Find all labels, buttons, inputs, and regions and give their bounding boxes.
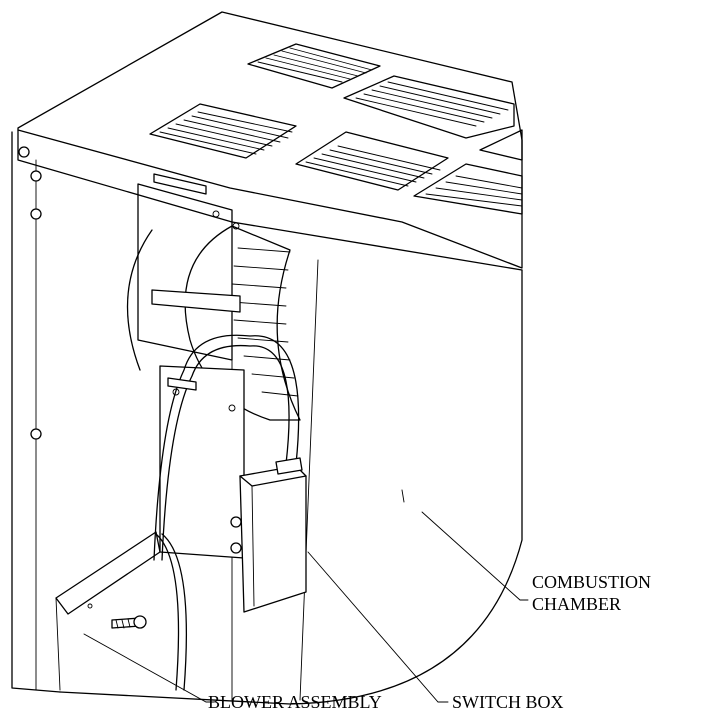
combustion-label-line2: CHAMBER — [532, 594, 621, 614]
wiring — [153, 334, 300, 691]
switch-box-label: SWITCH BOX — [452, 692, 564, 712]
combustion-chamber-mark — [401, 489, 405, 503]
grille-5 — [413, 163, 523, 215]
screw-4 — [18, 146, 30, 158]
cabinet-left-edge — [11, 131, 61, 693]
cabinet-front-edge — [17, 129, 523, 271]
screw-2 — [30, 208, 42, 220]
wire-tie — [167, 377, 197, 391]
grille-2 — [343, 75, 515, 139]
lower-wire — [155, 533, 180, 691]
grille-1 — [247, 43, 381, 89]
grille-3 — [149, 103, 297, 159]
grille-4 — [295, 131, 449, 191]
blower-bracket — [151, 289, 241, 313]
switch-box-leader — [307, 551, 449, 703]
blower-bottom-rail — [55, 531, 161, 615]
screw-3 — [30, 428, 42, 440]
top-grilles — [149, 43, 523, 215]
top-handle-slot — [153, 173, 207, 195]
mounting-screw — [111, 615, 147, 629]
grille-6 — [479, 129, 523, 161]
blower-motor-housing — [126, 229, 153, 371]
blower-leader — [83, 633, 215, 703]
switch-box-body — [239, 465, 307, 613]
screw-1 — [30, 170, 42, 182]
leaders — [83, 511, 529, 703]
combustion-label-line1: COMBUSTION — [532, 572, 651, 592]
blower-mount-plate — [137, 183, 233, 361]
switch-box — [230, 457, 307, 613]
screws — [18, 146, 42, 440]
switch-connector — [275, 457, 303, 475]
blower-assembly-label: BLOWER ASSEMBLY — [208, 692, 382, 712]
blower-lower-housing — [159, 365, 245, 559]
wire-loop — [153, 334, 300, 561]
cabinet-top-panel — [17, 11, 523, 269]
blower-assembly — [55, 183, 301, 691]
wire-loop-2 — [161, 344, 290, 561]
cabinet-bottom-curve — [59, 269, 523, 705]
combustion-leader — [421, 511, 529, 601]
